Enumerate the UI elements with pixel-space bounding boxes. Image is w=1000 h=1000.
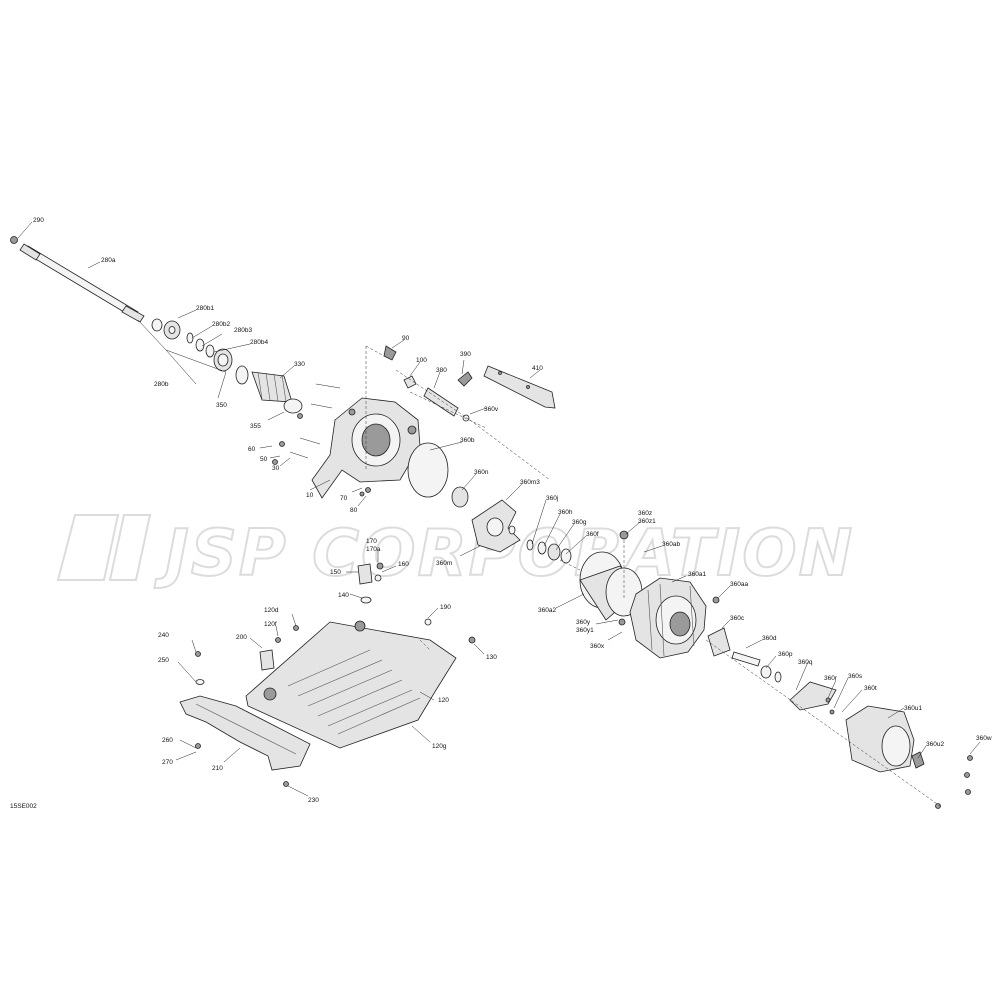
drive-shaft-280a[interactable] [10,236,145,323]
callout-200: 200 [236,634,247,641]
callout-120g: 120g [432,743,447,750]
callout-360u2: 360u2 [926,741,944,748]
callout-140: 140 [338,592,349,599]
callout-360h: 360h [558,509,573,516]
callout-360r: 360r [824,675,838,682]
callout-360m3: 360m3 [520,479,540,486]
callout-90: 90 [402,335,410,342]
callout-360j: 360j [546,495,558,502]
callout-240: 240 [158,632,169,639]
callout-360x: 360x [590,643,605,650]
callout-100: 100 [416,357,427,364]
impeller-360m[interactable] [451,486,521,553]
callout-360aa: 360aa [730,581,748,588]
callout-250: 250 [158,657,169,664]
callout-330: 330 [294,361,305,368]
sensor-parts-380-390[interactable] [383,345,473,422]
part-callout-labels: 290 280a 280b1 280b2 280b3 280b4 280b 35… [33,217,992,804]
callout-170a: 170a [366,546,381,553]
callout-280b1: 280b1 [196,305,214,312]
callout-360ab: 360ab [662,541,680,548]
callout-360w: 360w [976,735,992,742]
callout-160: 160 [398,561,409,568]
callout-360t: 360t [864,685,877,692]
callout-280b4: 280b4 [250,339,268,346]
watermark-logo: JSP CORPORATION [56,514,853,592]
callout-10: 10 [306,492,314,499]
pump-housing-360a1[interactable] [618,530,720,659]
callout-360b: 360b [460,437,475,444]
callout-120d: 120d [264,607,279,614]
callout-355: 355 [250,423,261,430]
callout-190: 190 [440,604,451,611]
callout-380: 380 [436,367,447,374]
callout-360y1: 360y1 [576,627,594,634]
callout-260: 260 [162,737,173,744]
callout-80: 80 [350,507,358,514]
callout-280b: 280b [154,381,169,388]
seals-bearings-360f-j[interactable] [526,539,572,564]
bolts-studs-left[interactable] [272,383,371,497]
callout-280b2: 280b2 [212,321,230,328]
callout-290: 290 [33,217,44,224]
boot-bellows-330[interactable] [235,365,303,414]
ride-plate-120[interactable] [245,620,457,749]
callout-360c: 360c [730,615,745,622]
diagram-code: 15SE002 [10,803,37,810]
callout-360m: 360m [436,560,452,567]
callout-360a1: 360a1 [688,571,706,578]
venturi-nozzle-360u1[interactable] [845,705,973,809]
callout-360z1: 360z1 [638,518,656,525]
callout-410: 410 [532,365,543,372]
leader-lines [17,221,981,807]
callout-360z: 360z [638,510,652,517]
callout-150: 150 [330,569,341,576]
callout-360g: 360g [572,519,587,526]
callout-280a: 280a [101,257,116,264]
callout-50: 50 [260,456,268,463]
callout-70: 70 [340,495,348,502]
callout-390: 390 [460,351,471,358]
callout-360y: 360y [576,619,591,626]
callout-170: 170 [366,538,377,545]
callout-360a2: 360a2 [538,607,556,614]
callout-360s: 360s [848,673,863,680]
callout-350: 350 [216,402,227,409]
callout-360f: 360f [586,531,599,538]
callout-30: 30 [272,465,280,472]
callout-120f: 120f [264,621,277,628]
bearing-parts-280b[interactable] [151,318,233,372]
callout-360d: 360d [762,635,777,642]
callout-360v: 360v [484,406,499,413]
callout-210: 210 [212,765,223,772]
callout-60: 60 [248,446,256,453]
intake-grate-210[interactable] [179,651,311,787]
callout-360n: 360n [474,469,489,476]
shaft-and-cone-360c-360q[interactable] [707,627,837,715]
callout-280b3: 280b3 [234,327,252,334]
callout-360u1: 360u1 [904,705,922,712]
callout-120: 120 [438,697,449,704]
callout-360p: 360p [778,651,793,658]
callout-230: 230 [308,797,319,804]
bracket-410[interactable] [483,365,556,409]
callout-130: 130 [486,654,497,661]
wear-ring-360b[interactable] [407,442,449,498]
callout-360q: 360q [798,659,813,666]
callout-270: 270 [162,759,173,766]
